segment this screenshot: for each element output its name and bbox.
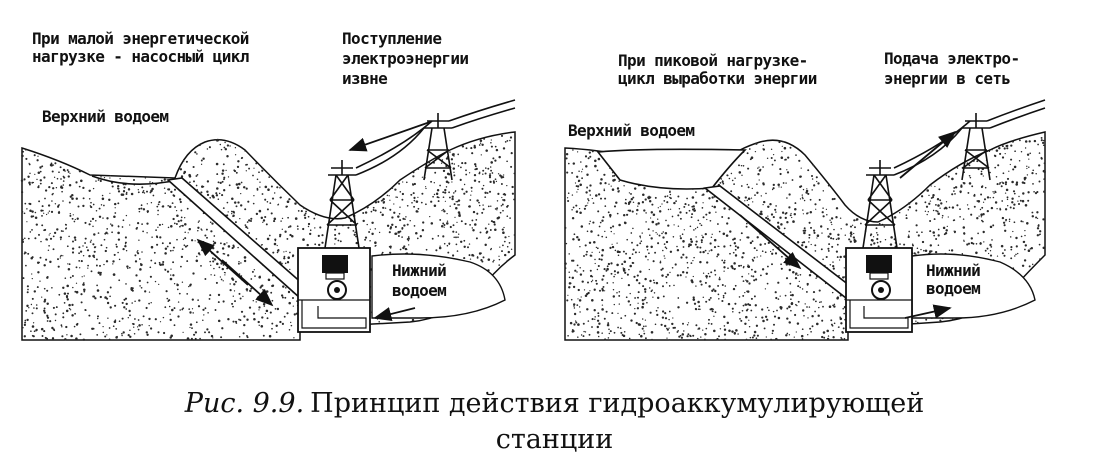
flow-arrow-icon	[739, 130, 957, 319]
figure-title: Принцип действия гидроаккумулирующей	[310, 388, 925, 419]
right-lower-reservoir	[911, 253, 1036, 319]
left-power-label-line2: электроэнергии	[342, 49, 469, 68]
right-power-label-line1: Подача электро-	[884, 49, 1020, 68]
right-lower-reservoir-label-line1: Нижний	[926, 261, 981, 280]
right-mode-label-line2: цикл выработки энергии	[618, 69, 817, 88]
left-lower-reservoir	[371, 253, 506, 319]
left-scheme	[20, 99, 516, 341]
transmission-tower-icon	[862, 99, 1046, 249]
left-mode-label-line2: нагрузке - насосный цикл	[32, 47, 249, 66]
flow-arrow-icon	[196, 121, 431, 322]
figure-caption-line2: станции	[495, 424, 614, 455]
figure-caption-line1: Рис. 9.9.Принцип действия гидроаккумулир…	[0, 388, 1109, 420]
right-lower-reservoir-label-line2: водоем	[926, 279, 981, 298]
pump-turbine-icon	[866, 255, 892, 300]
left-power-label-line3: извне	[342, 69, 388, 88]
right-mode-label-line1: При пиковой нагрузке-	[618, 51, 808, 70]
left-upper-reservoir-label: Верхний водоем	[42, 107, 169, 126]
left-power-label-line1: Поступление	[342, 29, 442, 48]
right-scheme	[564, 99, 1046, 341]
right-upper-reservoir-label: Верхний водоем	[568, 121, 695, 140]
left-mode-label-line1: При малой энергетической	[32, 29, 249, 48]
left-lower-reservoir-label-line1: Нижний	[392, 261, 447, 280]
right-power-label-line2: энергии в сеть	[884, 69, 1011, 88]
transmission-tower-icon	[324, 99, 516, 249]
pump-turbine-icon	[322, 255, 348, 300]
right-upper-reservoir	[596, 148, 747, 190]
left-upper-reservoir	[91, 175, 179, 185]
figure-number: Рис. 9.9.	[184, 388, 305, 419]
left-lower-reservoir-label-line2: водоем	[392, 281, 447, 300]
